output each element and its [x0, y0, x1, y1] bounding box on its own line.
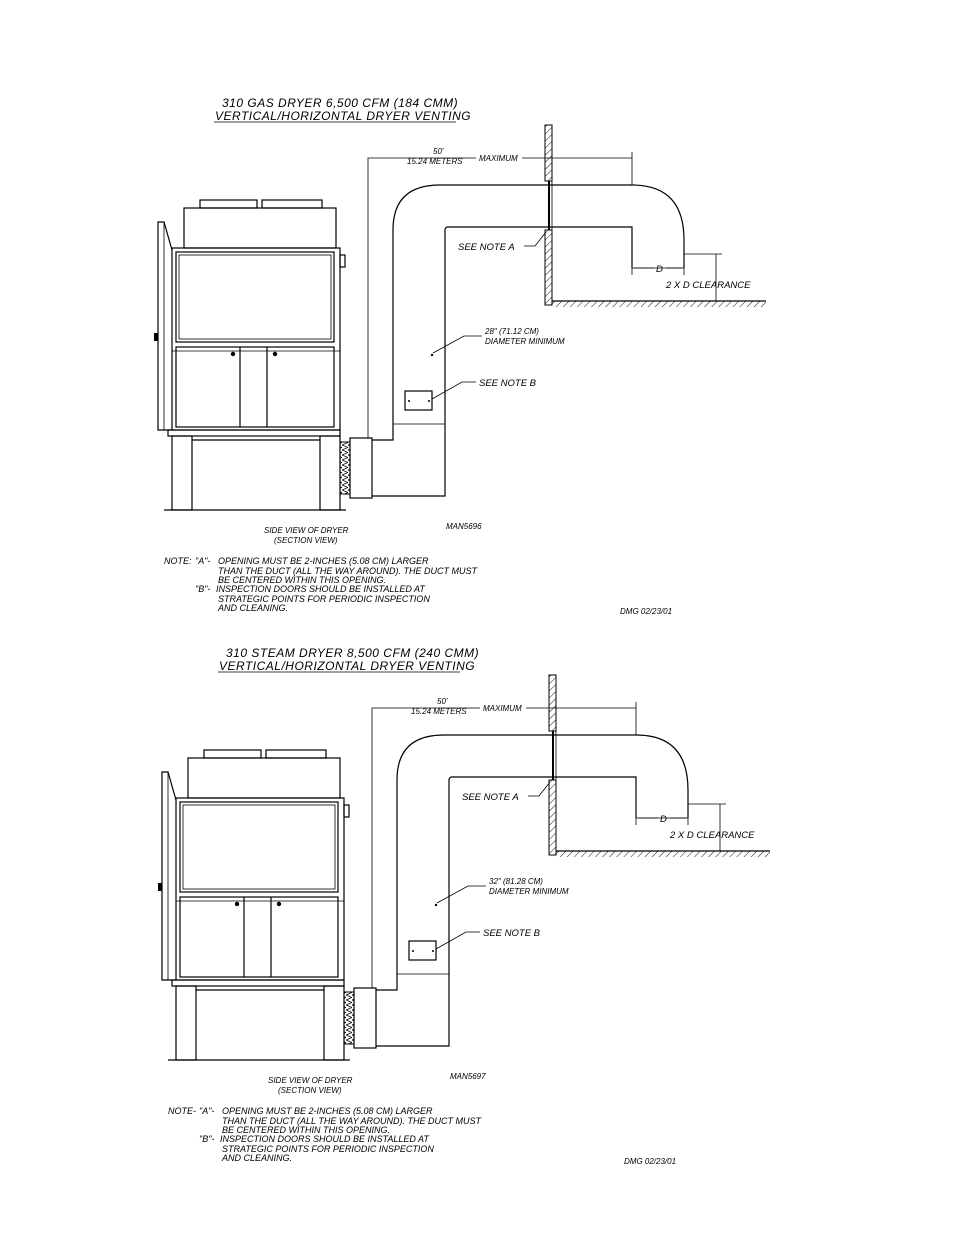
- maximum-label: MAXIMUM: [479, 154, 518, 163]
- dryer-unit: [158, 749, 377, 1061]
- note-a-line2: THAN THE DUCT (ALL THE WAY AROUND). THE …: [218, 566, 479, 576]
- diameter-label: 28" (71.12 CM): [484, 327, 539, 336]
- diagram-title: 310 STEAM DRYER 8,500 CFM (240 CMM): [226, 646, 479, 660]
- clearance-label: 2 X D CLEARANCE: [665, 280, 751, 291]
- date-stamp: DMG 02/23/01: [624, 1157, 676, 1166]
- dimension-lines: [367, 152, 722, 438]
- note-a-line3: BE CENTERED WITHIN THIS OPENING.: [222, 1125, 390, 1135]
- diagram-subtitle: VERTICAL/HORIZONTAL DRYER VENTING: [215, 109, 471, 123]
- diagram-subtitle: VERTICAL/HORIZONTAL DRYER VENTING: [219, 659, 475, 673]
- diagram-title: 310 GAS DRYER 6,500 CFM (184 CMM): [222, 96, 458, 110]
- view-sublabel: (SECTION VIEW): [274, 536, 338, 545]
- note-b-line2: STRATEGIC POINTS FOR PERIODIC INSPECTION: [222, 1144, 434, 1154]
- note-b-line1: INSPECTION DOORS SHOULD BE INSTALLED AT: [216, 584, 426, 594]
- see-note-b-label: SEE NOTE B: [479, 378, 537, 389]
- note-b-line3: AND CLEANING.: [221, 1153, 292, 1163]
- diameter-min-label: DIAMETER MINIMUM: [489, 887, 569, 896]
- clearance-label: 2 X D CLEARANCE: [669, 830, 755, 841]
- diameter-label: 32" (81.28 CM): [489, 877, 543, 886]
- notes-block: NOTE- "A"- OPENING MUST BE 2-INCHES (5.0…: [168, 1106, 483, 1163]
- notes-block: NOTE: "A"- OPENING MUST BE 2-INCHES (5.0…: [164, 556, 479, 613]
- maximum-label: MAXIMUM: [483, 704, 522, 713]
- note-a-line3: BE CENTERED WITHIN THIS OPENING.: [218, 575, 386, 585]
- length-m: 15.24 METERS: [407, 157, 463, 166]
- note-a-line2: THAN THE DUCT (ALL THE WAY AROUND). THE …: [222, 1116, 483, 1126]
- see-note-a-label: SEE NOTE A: [462, 792, 519, 803]
- drawing-number: MAN5697: [450, 1072, 486, 1081]
- note-b-line2: STRATEGIC POINTS FOR PERIODIC INSPECTION: [218, 594, 430, 604]
- dryer-unit: [154, 199, 373, 511]
- note-a-line1: OPENING MUST BE 2-INCHES (5.08 CM) LARGE…: [218, 556, 429, 566]
- see-note-a-label: SEE NOTE A: [458, 242, 515, 253]
- note-prefix: NOTE:: [164, 556, 192, 566]
- note-prefix: NOTE-: [168, 1106, 196, 1116]
- length-ft: 50': [433, 147, 444, 156]
- view-sublabel: (SECTION VIEW): [278, 1086, 342, 1095]
- length-m: 15.24 METERS: [411, 707, 467, 716]
- d-label: D: [656, 264, 663, 275]
- note-b-key: "B"-: [195, 584, 210, 594]
- note-a-key: "A"-: [195, 556, 210, 566]
- note-a-line1: OPENING MUST BE 2-INCHES (5.08 CM) LARGE…: [222, 1106, 433, 1116]
- diameter-min-label: DIAMETER MINIMUM: [485, 337, 565, 346]
- note-b-line3: AND CLEANING.: [217, 603, 288, 613]
- inspection-door: [404, 390, 433, 411]
- view-label: SIDE VIEW OF DRYER: [268, 1076, 353, 1085]
- note-b-key: "B"-: [199, 1134, 214, 1144]
- drawing-number: MAN5696: [446, 522, 482, 531]
- gas-dryer-venting-diagram: 310 GAS DRYER 6,500 CFM (184 CMM) VERTIC…: [154, 96, 766, 616]
- building-wall: [544, 124, 766, 307]
- dimension-lines: [371, 702, 726, 988]
- steam-dryer-venting-diagram: 310 STEAM DRYER 8,500 CFM (240 CMM) VERT…: [158, 646, 770, 1166]
- building-wall: [548, 674, 770, 857]
- length-ft: 50': [437, 697, 448, 706]
- note-a-key: "A"-: [199, 1106, 214, 1116]
- d-label: D: [660, 814, 667, 825]
- see-note-b-label: SEE NOTE B: [483, 928, 541, 939]
- date-stamp: DMG 02/23/01: [620, 607, 672, 616]
- inspection-door: [408, 940, 437, 961]
- note-b-line1: INSPECTION DOORS SHOULD BE INSTALLED AT: [220, 1134, 430, 1144]
- view-label: SIDE VIEW OF DRYER: [264, 526, 349, 535]
